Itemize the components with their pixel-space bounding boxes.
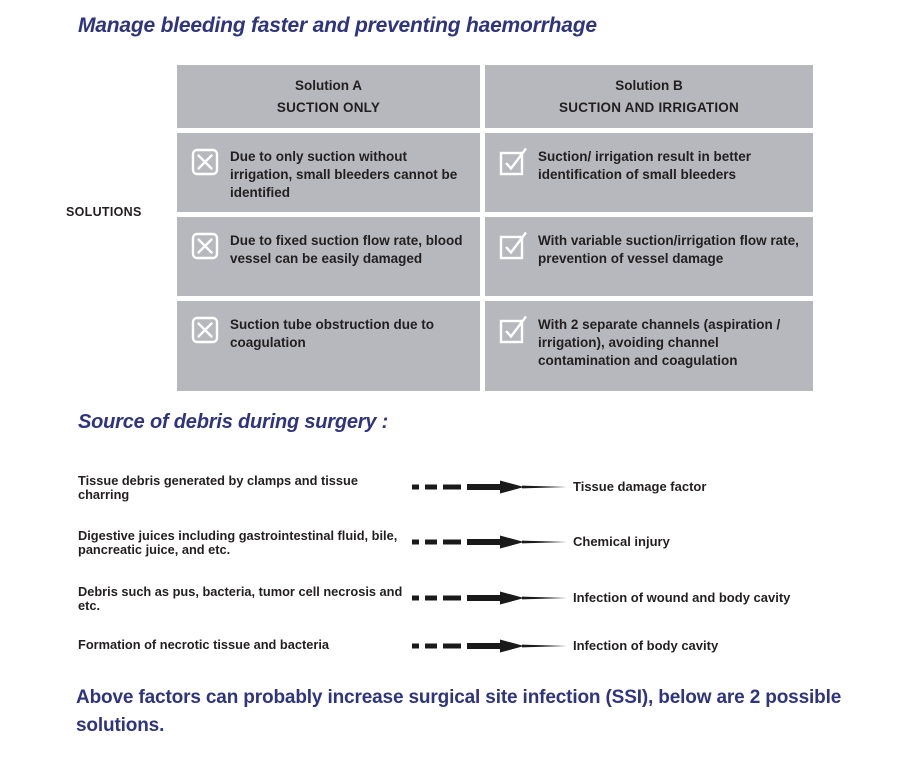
dashed-tapered-arrow-icon bbox=[412, 638, 567, 659]
debris-source-text: Tissue debris generated by clamps and ti… bbox=[78, 473, 358, 503]
debris-row: Tissue debris generated by clamps and ti… bbox=[78, 473, 878, 516]
table-cell-b-3: With 2 separate channels (aspiration / i… bbox=[485, 301, 813, 391]
x-box-icon bbox=[191, 232, 219, 260]
debris-row: Formation of necrotic tissue and bacteri… bbox=[78, 637, 878, 682]
dashed-tapered-arrow-icon bbox=[412, 534, 567, 555]
page-title: Manage bleeding faster and preventing ha… bbox=[78, 14, 597, 37]
dashed-tapered-arrow-icon bbox=[412, 590, 567, 611]
check-box-icon bbox=[499, 315, 527, 344]
column-subtitle: SUCTION ONLY bbox=[276, 100, 381, 115]
column-solution-a: Solution A SUCTION ONLY Due to only suct… bbox=[177, 65, 480, 391]
column-solution-b: Solution B SUCTION AND IRRIGATION Suctio… bbox=[485, 65, 813, 391]
column-header-solution-b: Solution B SUCTION AND IRRIGATION bbox=[485, 65, 813, 128]
debris-source-text: Debris such as pus, bacteria, tumor cell… bbox=[78, 584, 403, 614]
table-cell-a-2: Due to fixed suction flow rate, blood ve… bbox=[177, 217, 480, 296]
column-header-solution-a: Solution A SUCTION ONLY bbox=[177, 65, 480, 128]
debris-result-text: Infection of wound and body cavity bbox=[573, 590, 791, 605]
closing-statement: Above factors can probably increase surg… bbox=[76, 687, 842, 736]
check-box-icon bbox=[499, 231, 527, 260]
solutions-comparison-table: Solution A SUCTION ONLY Due to only suct… bbox=[177, 65, 813, 391]
section-title-debris: Source of debris during surgery : bbox=[78, 411, 389, 433]
debris-row: Debris such as pus, bacteria, tumor cell… bbox=[78, 584, 878, 627]
debris-source-text: Digestive juices including gastrointesti… bbox=[78, 528, 398, 558]
x-box-icon bbox=[191, 148, 219, 176]
column-title: Solution B bbox=[615, 78, 683, 93]
table-cell-a-1: Due to only suction without irrigation, … bbox=[177, 133, 480, 212]
table-cell-text: Suction/ irrigation result in better ide… bbox=[538, 149, 752, 182]
debris-result-text: Infection of body cavity bbox=[573, 638, 719, 653]
table-cell-text: Due to only suction without irrigation, … bbox=[230, 149, 458, 200]
debris-result-text: Tissue damage factor bbox=[573, 479, 707, 494]
table-cell-text: Suction tube obstruction due to coagulat… bbox=[230, 317, 434, 350]
x-box-icon bbox=[191, 316, 219, 344]
debris-row: Digestive juices including gastrointesti… bbox=[78, 528, 878, 571]
table-cell-a-3: Suction tube obstruction due to coagulat… bbox=[177, 301, 480, 391]
check-box-icon bbox=[499, 147, 527, 176]
debris-result-text: Chemical injury bbox=[573, 534, 670, 549]
table-cell-b-2: With variable suction/irrigation flow ra… bbox=[485, 217, 813, 296]
table-cell-text: With variable suction/irrigation flow ra… bbox=[538, 233, 799, 266]
table-cell-text: Due to fixed suction flow rate, blood ve… bbox=[230, 233, 463, 266]
table-cell-text: With 2 separate channels (aspiration / i… bbox=[538, 317, 781, 368]
column-subtitle: SUCTION AND IRRIGATION bbox=[559, 100, 739, 115]
dashed-tapered-arrow-icon bbox=[412, 479, 567, 500]
table-cell-b-1: Suction/ irrigation result in better ide… bbox=[485, 133, 813, 212]
column-title: Solution A bbox=[295, 78, 362, 93]
solutions-axis-label: SOLUTIONS bbox=[66, 205, 142, 219]
debris-source-text: Formation of necrotic tissue and bacteri… bbox=[78, 637, 330, 652]
